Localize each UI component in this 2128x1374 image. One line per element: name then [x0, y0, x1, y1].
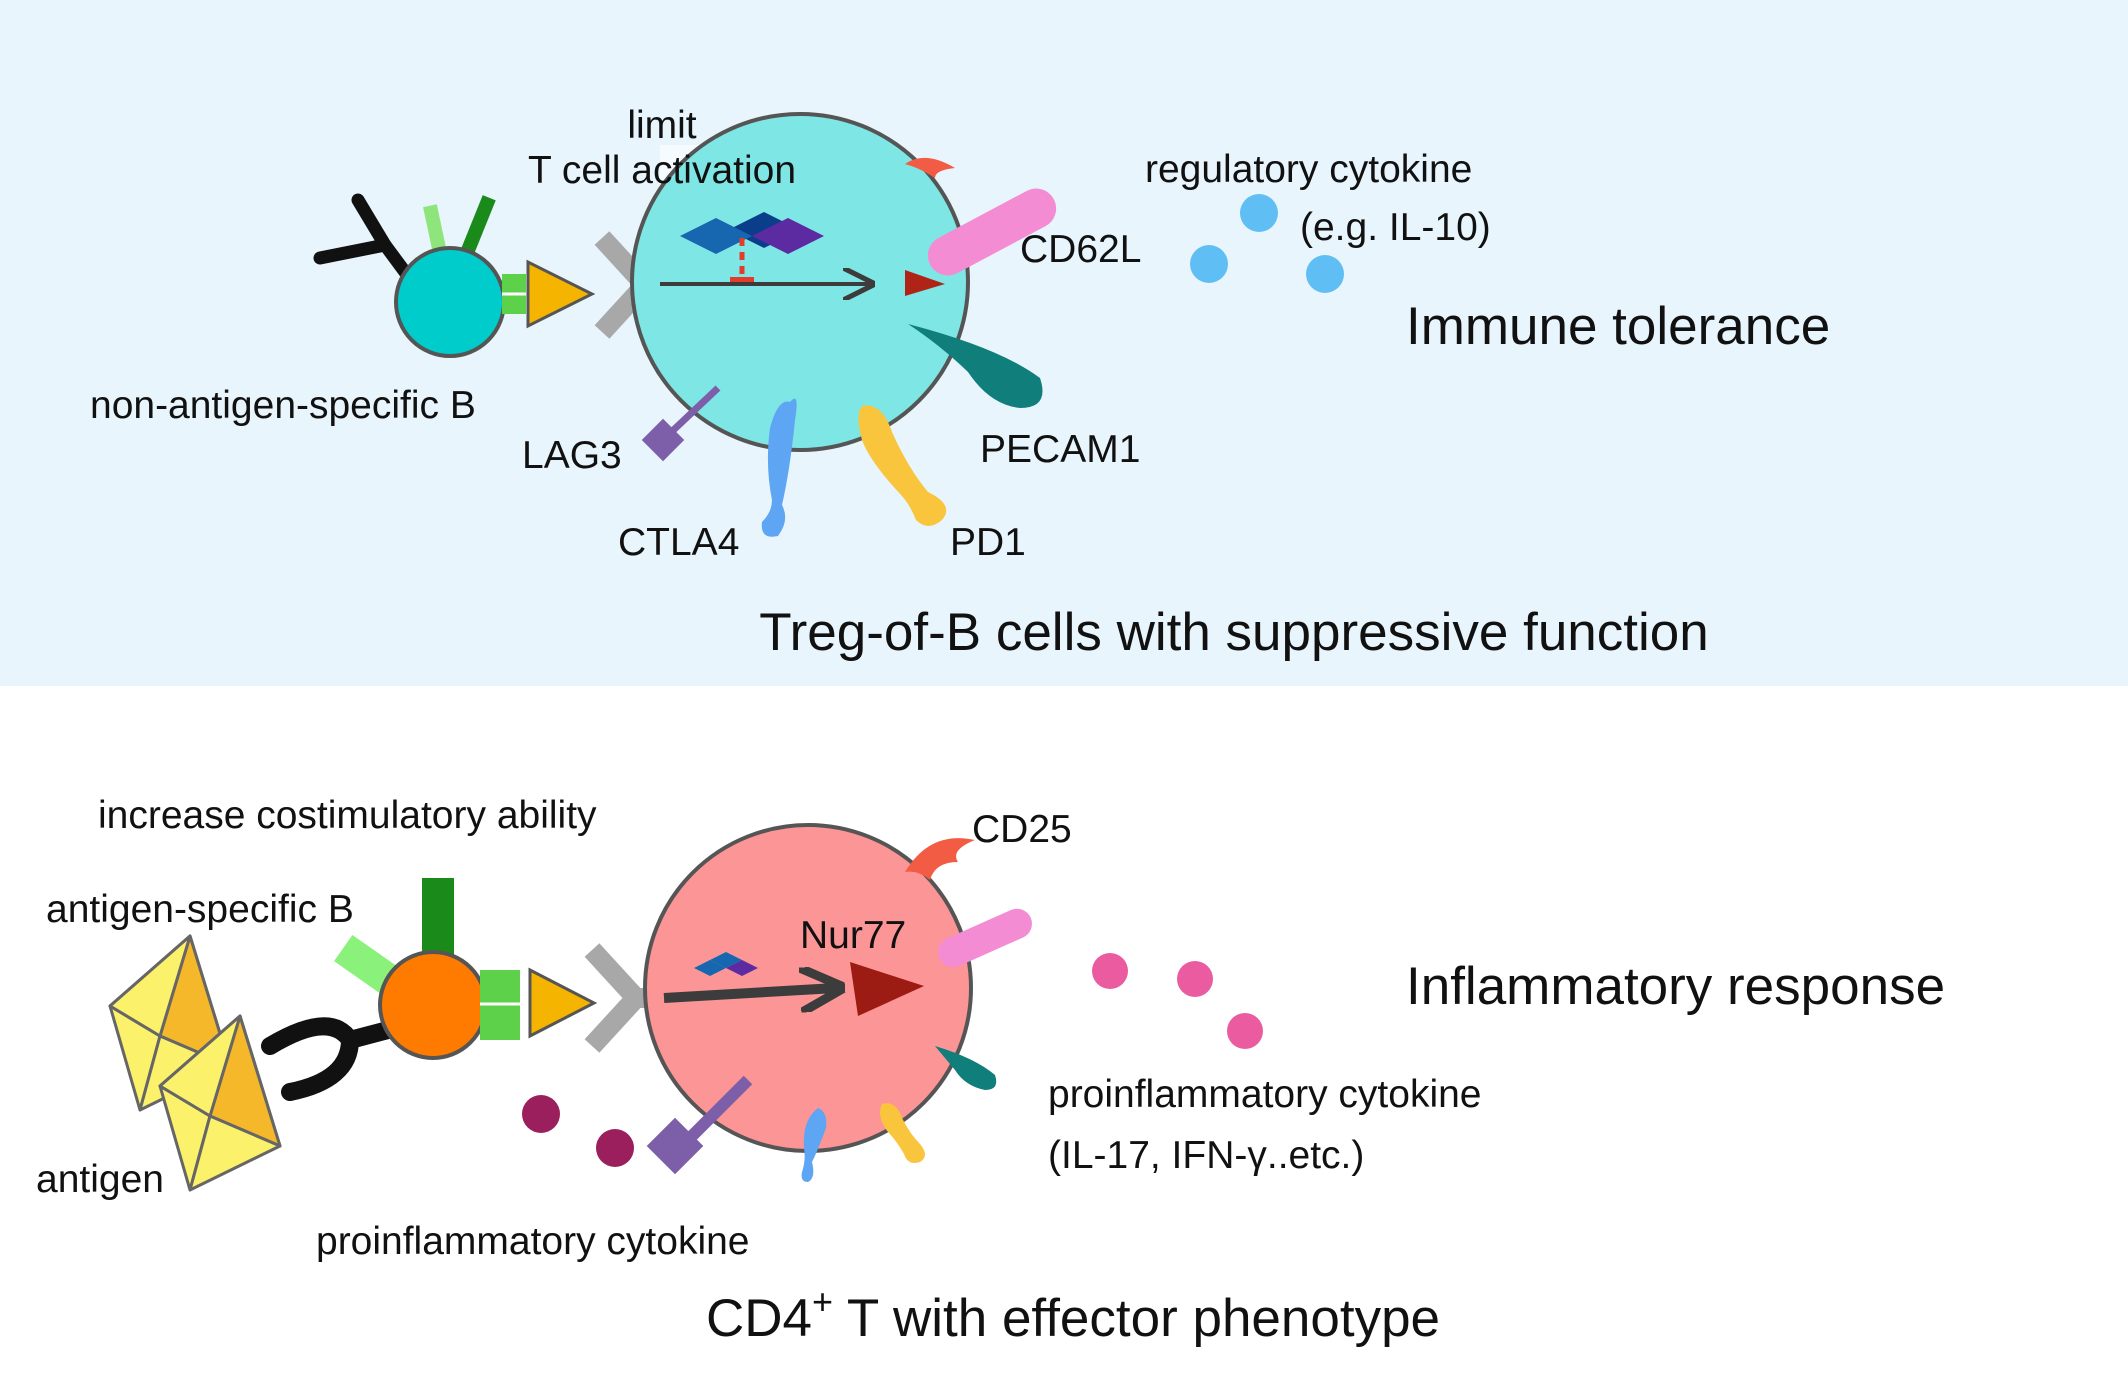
lag3-label: LAG3 [522, 434, 622, 477]
costim-ligand-bottom [528, 967, 598, 1039]
ctla4-receptor-bottom [801, 1108, 827, 1182]
nur77-marker-top [905, 270, 945, 296]
proinflam-dot-purple-2 [596, 1129, 634, 1167]
pd1-receptor [858, 405, 947, 526]
signaling-kinase-icon [680, 212, 824, 254]
ctla4-receptor [761, 398, 797, 537]
limit-label-line1: limit [627, 104, 696, 147]
pecam1-label: PECAM1 [980, 428, 1140, 471]
il10-label: (e.g. IL-10) [1300, 206, 1491, 249]
effector-caption-rest: T with effector phenotype [833, 1289, 1440, 1348]
proinflam-dot-pink-3 [1227, 1013, 1263, 1049]
inhibition-symbol [730, 238, 754, 283]
nur77-marker-bottom [850, 962, 924, 1016]
b-cell-body-bottom [378, 950, 488, 1060]
costim-ligand-top [526, 259, 596, 329]
cd25-icon-top [905, 157, 955, 178]
pecam1-receptor-bottom [935, 1046, 997, 1090]
treg-of-b-caption: Treg-of-B cells with suppressive functio… [759, 603, 1708, 662]
antigen-label: antigen [36, 1158, 164, 1201]
proinflammatory-cytokine-examples-label: (IL-17, IFN-γ..etc.) [1048, 1134, 1364, 1177]
effector-caption-cd4: CD4 [706, 1289, 812, 1348]
bcr-antibody-arm [351, 193, 392, 252]
top-panel-background [0, 0, 2128, 686]
il10-dot-1 [1240, 194, 1278, 232]
cd25-label: CD25 [972, 808, 1072, 851]
effector-caption-sup: + [812, 1281, 833, 1322]
cd62l-receptor [927, 188, 1057, 276]
proinflammatory-cytokine-right-label: proinflammatory cytokine [1048, 1073, 1482, 1116]
cd62l-receptor-bottom [938, 908, 1032, 968]
proinflam-dot-purple-1 [522, 1095, 560, 1133]
cd62l-label: CD62L [1020, 228, 1141, 271]
signaling-kinase-icon-bottom [694, 952, 758, 976]
limit-label-line2: T cell activation [528, 149, 796, 192]
proinflam-dot-pink-2 [1177, 961, 1213, 997]
antigen-triangles [108, 934, 282, 1192]
ctla4-label: CTLA4 [618, 521, 739, 564]
il10-dot-3 [1306, 255, 1344, 293]
effector-caption: CD4+ T with effector phenotype [706, 1281, 1440, 1348]
il10-dot-2 [1190, 245, 1228, 283]
pecam1-receptor [908, 324, 1043, 408]
cd25-icon-bottom [905, 838, 975, 880]
antigen-specific-b-label: antigen-specific B [46, 888, 354, 931]
non-antigen-specific-b-label: non-antigen-specific B [90, 384, 476, 427]
proinflammatory-cytokine-bottom-label: proinflammatory cytokine [316, 1220, 750, 1263]
b-cell-body-top [394, 246, 506, 358]
proinflam-dot-pink-1 [1092, 953, 1128, 989]
inflammatory-response-label: Inflammatory response [1406, 957, 1945, 1016]
regulatory-cytokine-label: regulatory cytokine [1145, 148, 1472, 191]
bcr-antibody-bottom [261, 1017, 397, 1101]
lag3-receptor-bottom [646, 1075, 753, 1175]
activation-arrow-bottom [663, 988, 836, 998]
non-antigen-specific-b-cell [313, 193, 596, 358]
nur77-label: Nur77 [800, 914, 906, 957]
pd1-receptor-bottom [880, 1103, 925, 1163]
costim-label: increase costimulatory ability [98, 794, 597, 837]
immune-tolerance-label: Immune tolerance [1406, 297, 1830, 356]
pd1-label: PD1 [950, 521, 1026, 564]
